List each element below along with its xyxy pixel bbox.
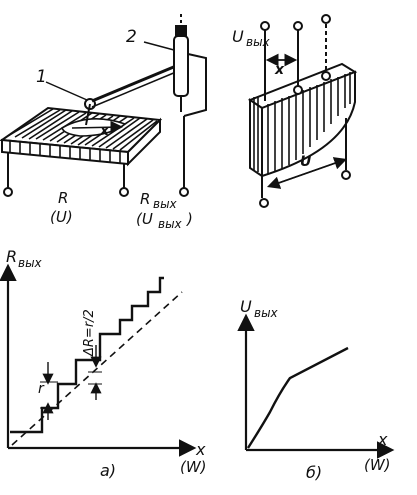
graph-a-x-label: x	[195, 440, 206, 459]
graph-a-caption: а)	[100, 461, 116, 480]
terminal	[3, 187, 13, 197]
winding-hatching	[253, 72, 351, 174]
resistance-paren-label: (U)	[50, 208, 73, 226]
graph-b-x-label: x	[377, 430, 388, 449]
uout-label: U	[232, 27, 244, 46]
terminal	[293, 21, 303, 31]
uout-paren-subscript: вых	[158, 217, 183, 231]
terminal	[119, 187, 129, 197]
u-label: U	[300, 154, 312, 170]
x-label: x	[274, 62, 285, 78]
graph-b-x-paren: (W)	[364, 456, 391, 474]
callout-1: 1	[36, 67, 47, 87]
graph-a-x-paren: (W)	[180, 458, 207, 476]
step-r-label: r	[38, 381, 45, 397]
graph-b-y-label: U	[240, 297, 252, 316]
callout-2: 2	[126, 27, 137, 47]
functional-potentiometer	[247, 14, 358, 208]
rout-subscript: вых	[153, 197, 178, 211]
delta-r-label: ΔR=r/2	[82, 309, 97, 357]
wiper-arm	[91, 64, 177, 103]
rout-label: R	[140, 190, 150, 208]
uout-paren-label: (U	[136, 210, 153, 228]
wiper-shaft	[173, 35, 189, 97]
uout-subscript: вых	[246, 35, 271, 49]
terminal	[259, 198, 269, 208]
slider-x-label: x	[99, 123, 110, 139]
ideal-line	[11, 291, 183, 446]
graph-b-axes	[237, 313, 395, 459]
terminal	[179, 187, 189, 197]
graph-a-y-subscript: вых	[18, 256, 43, 270]
linear-potentiometer	[0, 14, 207, 197]
graph-a-y-label: R	[6, 247, 17, 266]
terminal	[321, 14, 331, 24]
terminal	[341, 170, 351, 180]
graph-a-axes	[0, 263, 197, 457]
resistance-label: R	[58, 189, 68, 207]
uout-paren-close: )	[186, 210, 193, 228]
graph-b-caption: б)	[306, 463, 322, 482]
graph-b-y-subscript: вых	[254, 306, 279, 320]
terminal	[260, 21, 270, 31]
graph-b-curve	[246, 346, 349, 449]
graph-a-curve	[10, 276, 183, 446]
slider-direction-arrow	[71, 120, 124, 134]
